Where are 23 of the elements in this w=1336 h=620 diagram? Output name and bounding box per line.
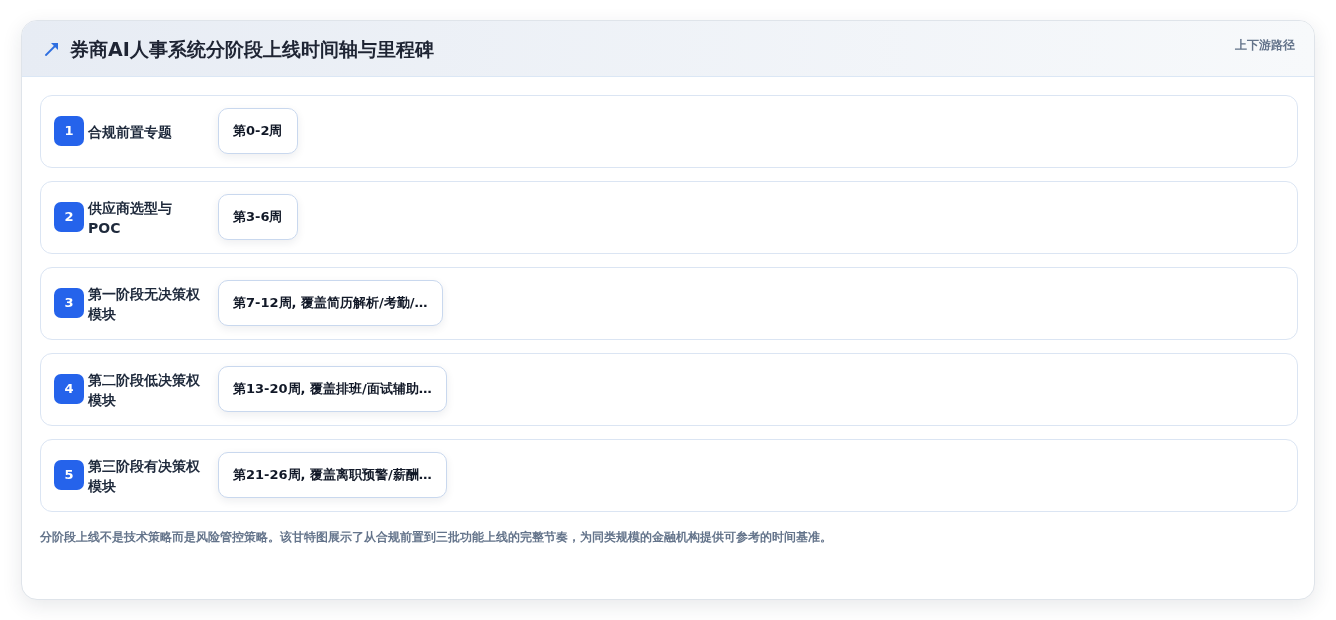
- phase-name: 第三阶段有决策权模块: [88, 456, 200, 496]
- step-number: 2: [54, 202, 84, 232]
- phase-name: 合规前置专题: [88, 122, 173, 142]
- header-note: 上下游路径: [1235, 37, 1295, 53]
- week-range-tag: 第13-20周, 覆盖排班/面试辅助…: [218, 366, 447, 412]
- phase-row: [40, 95, 1298, 168]
- phase-name: 第二阶段低决策权模块: [88, 370, 200, 410]
- week-range-tag: 第0-2周: [218, 108, 298, 154]
- caption: 分阶段上线不是技术策略而是风险管控策略。该甘特图展示了从合规前置到三批功能上线的完整节奏，为同类规模的金融机构提供可参考的时间基准。: [40, 529, 832, 545]
- phase-row: [40, 353, 1298, 426]
- step-number: 4: [54, 374, 84, 404]
- title: 券商AI人事系统分阶段上线时间轴与里程碑: [70, 37, 434, 61]
- step-number: 3: [54, 288, 84, 318]
- week-range-tag: 第21-26周, 覆盖离职预警/薪酬…: [218, 452, 447, 498]
- phase-name: 第一阶段无决策权模块: [88, 284, 200, 324]
- phase-row: [40, 181, 1298, 254]
- week-range-tag: 第3-6周: [218, 194, 298, 240]
- step-number: 5: [54, 460, 84, 490]
- week-range-tag: 第7-12周, 覆盖简历解析/考勤/…: [218, 280, 443, 326]
- step-number: 1: [54, 116, 84, 146]
- phase-row: [40, 439, 1298, 512]
- phase-name: 供应商选型与 POC: [88, 198, 173, 238]
- phase-row: [40, 267, 1298, 340]
